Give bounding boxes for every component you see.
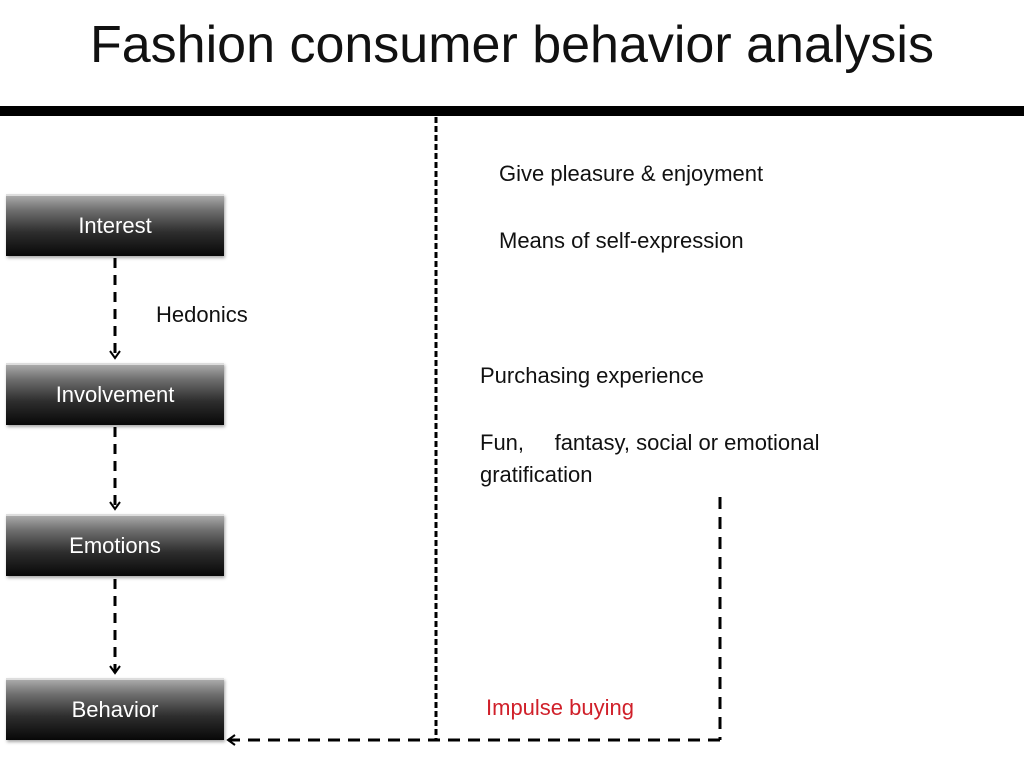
impulse-buying-label: Impulse buying [486, 695, 634, 720]
purchasing-line-2: gratification [480, 462, 593, 487]
hedonic-point-pleasure: Give pleasure & enjoyment [499, 161, 764, 186]
flow-box-interest: Interest [6, 194, 224, 256]
flow-box-emotions: Emotions [6, 514, 224, 576]
flow-box-involvement: Involvement [6, 363, 224, 425]
flow-box-behavior: Behavior [6, 678, 224, 740]
hedonics-label: Hedonics [156, 302, 248, 327]
title-divider [0, 106, 1024, 116]
slide-title: Fashion consumer behavior analysis [90, 16, 934, 74]
purchasing-line-1: Fun, fantasy, social or emotional [480, 430, 820, 455]
purchasing-heading: Purchasing experience [480, 363, 704, 388]
hedonic-point-self-expression: Means of self-expression [499, 228, 744, 253]
